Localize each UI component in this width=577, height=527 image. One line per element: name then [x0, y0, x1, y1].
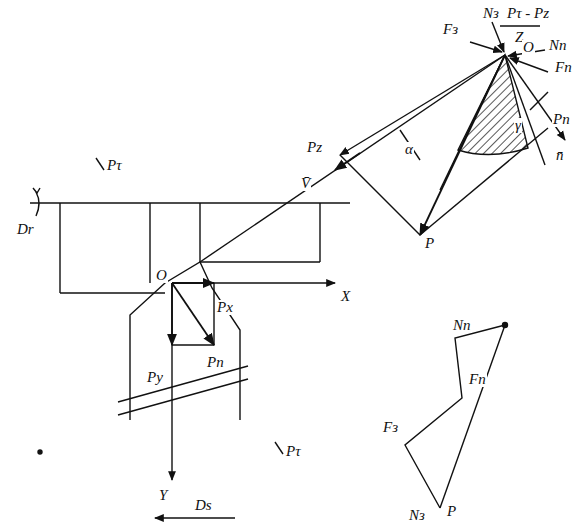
force-label: X: [340, 289, 351, 304]
force-label: Pz: [306, 140, 323, 155]
force-label: Nп: [452, 318, 472, 333]
force-label: n̄: [555, 148, 565, 163]
force-label: Fп: [468, 372, 487, 387]
force-label: Px: [216, 300, 234, 315]
force-label: Pτ: [285, 444, 302, 459]
force-label: Ds: [194, 498, 213, 513]
force-label: Pτ - Pz: [506, 6, 550, 21]
force-label: P: [446, 504, 457, 519]
force-label: O: [155, 268, 168, 283]
force-label: O: [522, 40, 535, 55]
force-label: Fз: [382, 420, 399, 435]
force-label: Pτ: [106, 158, 123, 173]
force-label: Pn: [206, 355, 225, 370]
force-label: V̄: [300, 176, 311, 191]
force-label: Fз: [442, 22, 459, 37]
force-label: P: [424, 236, 435, 251]
force-label: α: [404, 142, 414, 157]
force-label: Nп: [548, 38, 568, 53]
force-label: Y: [158, 488, 168, 503]
force-label: γ: [514, 118, 522, 133]
force-label: Nз: [482, 6, 500, 21]
force-label: Fп: [554, 60, 573, 75]
force-label: Nз: [408, 508, 426, 523]
force-label: Py: [146, 370, 164, 385]
force-label: Dr: [16, 222, 35, 237]
force-label: Pn: [552, 112, 571, 127]
